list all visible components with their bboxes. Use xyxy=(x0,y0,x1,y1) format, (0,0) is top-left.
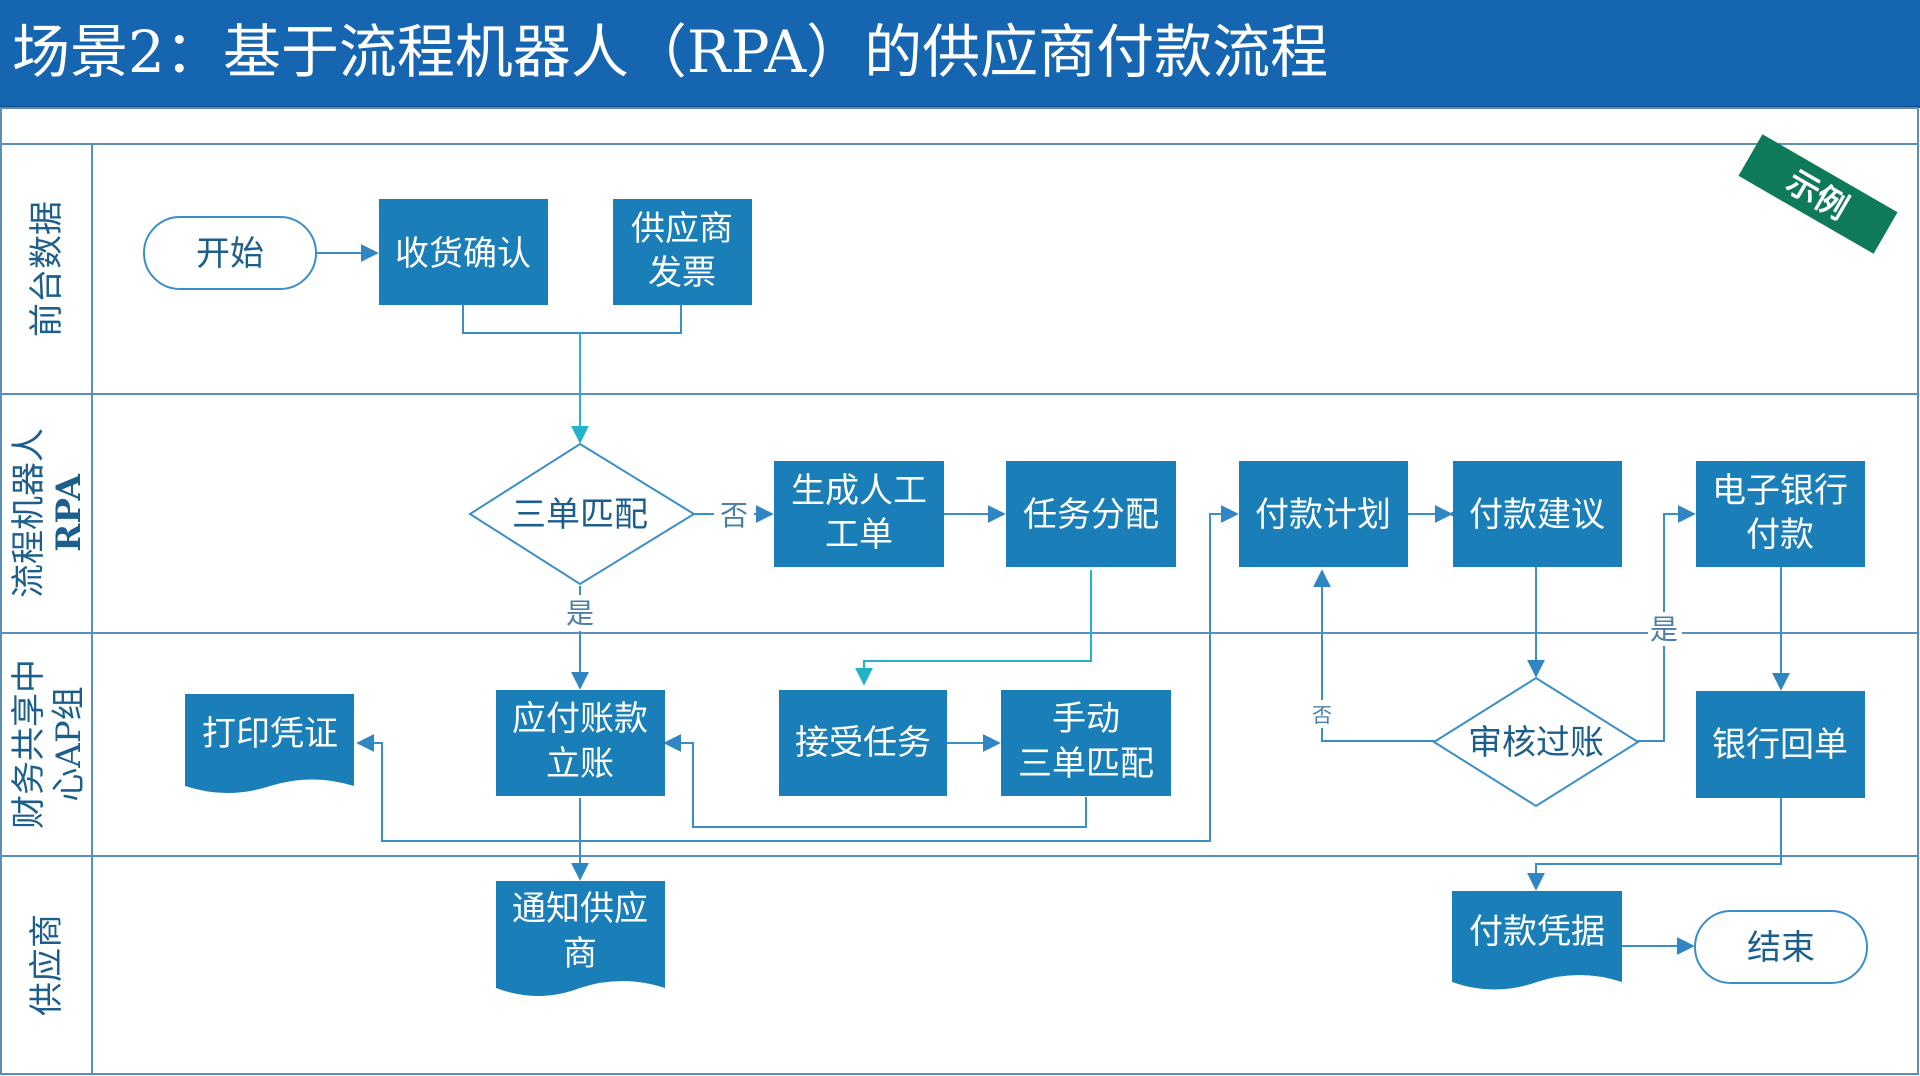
svg-text:付款: 付款 xyxy=(1746,515,1814,555)
node-supplier-invoice[interactable]: 供应商 发票 xyxy=(613,199,752,305)
svg-text:工单: 工单 xyxy=(825,515,893,555)
svg-text:心AP组: 心AP组 xyxy=(49,686,89,801)
swimlane-frame xyxy=(0,107,1919,1075)
lane-label-ap: 财务共享中 心AP组 xyxy=(9,659,89,829)
lane-label-rpa: 流程机器人 RPA xyxy=(9,428,89,598)
label-yes-match: 是 xyxy=(566,597,594,630)
svg-text:电子银行: 电子银行 xyxy=(1712,471,1848,511)
svg-text:打印凭证: 打印凭证 xyxy=(202,714,338,754)
svg-text:结束: 结束 xyxy=(1747,928,1815,968)
svg-text:RPA: RPA xyxy=(49,474,89,552)
svg-text:前台数据: 前台数据 xyxy=(27,201,67,337)
node-bank-receipt[interactable]: 银行回单 xyxy=(1696,691,1865,798)
svg-text:付款凭据: 付款凭据 xyxy=(1469,912,1605,952)
svg-text:生成人工: 生成人工 xyxy=(791,471,927,511)
node-notify-supplier[interactable]: 通知供应 商 xyxy=(496,881,665,996)
svg-text:发票: 发票 xyxy=(648,253,716,293)
label-no-match: 否 xyxy=(720,499,748,532)
node-payment-plan[interactable]: 付款计划 xyxy=(1239,461,1408,567)
svg-text:审核过账: 审核过账 xyxy=(1468,723,1604,763)
node-start[interactable]: 开始 xyxy=(143,216,317,290)
branch-labels: 否 是 否 是 xyxy=(563,494,1682,728)
svg-text:供应商: 供应商 xyxy=(631,209,733,249)
node-review-post-decision[interactable]: 审核过账 xyxy=(1432,676,1640,808)
node-payment-suggest[interactable]: 付款建议 xyxy=(1453,461,1622,567)
svg-text:流程机器人: 流程机器人 xyxy=(9,428,49,598)
svg-text:通知供应: 通知供应 xyxy=(512,889,648,929)
node-ap-posting[interactable]: 应付账款 立账 xyxy=(496,690,665,796)
svg-text:任务分配: 任务分配 xyxy=(1023,495,1159,535)
svg-text:财务共享中: 财务共享中 xyxy=(9,659,49,829)
svg-text:付款建议: 付款建议 xyxy=(1469,495,1605,535)
svg-text:银行回单: 银行回单 xyxy=(1712,725,1848,765)
node-receipt-confirm[interactable]: 收货确认 xyxy=(379,199,548,305)
svg-text:开始: 开始 xyxy=(196,234,264,274)
svg-text:手动: 手动 xyxy=(1052,699,1120,739)
example-badge: 示例 xyxy=(1738,134,1898,254)
svg-text:接受任务: 接受任务 xyxy=(795,723,931,763)
svg-text:供应商: 供应商 xyxy=(27,914,67,1016)
lane-label-front: 前台数据 xyxy=(27,201,67,337)
svg-text:商: 商 xyxy=(563,934,597,974)
title-bar: 场景2：基于流程机器人（RPA）的供应商付款流程 xyxy=(0,0,1920,108)
node-end[interactable]: 结束 xyxy=(1694,910,1868,984)
svg-text:付款计划: 付款计划 xyxy=(1255,495,1391,535)
svg-text:应付账款: 应付账款 xyxy=(512,699,648,739)
node-print-voucher[interactable]: 打印凭证 xyxy=(185,694,354,793)
node-three-way-match-decision[interactable]: 三单匹配 xyxy=(468,442,696,586)
node-accept-task[interactable]: 接受任务 xyxy=(779,690,947,796)
node-manual-ticket[interactable]: 生成人工 工单 xyxy=(774,461,944,567)
node-ebank-pay[interactable]: 电子银行 付款 xyxy=(1696,461,1865,567)
node-manual-match[interactable]: 手动 三单匹配 xyxy=(1001,690,1171,796)
label-no-review: 否 xyxy=(1312,703,1332,727)
node-payment-proof[interactable]: 付款凭据 xyxy=(1452,891,1622,990)
svg-text:三单匹配: 三单匹配 xyxy=(512,495,648,535)
svg-text:三单匹配: 三单匹配 xyxy=(1018,744,1154,784)
page-title: 场景2：基于流程机器人（RPA）的供应商付款流程 xyxy=(12,18,1329,86)
svg-text:立账: 立账 xyxy=(546,744,614,784)
node-task-assign[interactable]: 任务分配 xyxy=(1006,461,1176,567)
label-yes-review: 是 xyxy=(1650,613,1678,646)
lane-label-supplier: 供应商 xyxy=(27,914,67,1016)
svg-text:收货确认: 收货确认 xyxy=(395,234,531,274)
connectors xyxy=(316,244,1790,955)
